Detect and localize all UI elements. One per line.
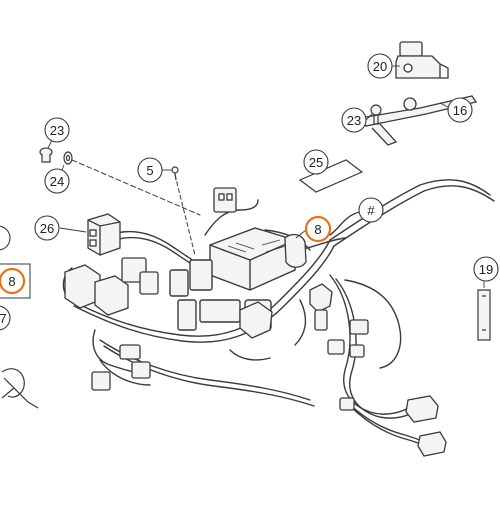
connector-right-stack [327,319,447,457]
callout-20[interactable]: 20 [367,53,393,79]
part-25-sticker [298,159,364,193]
callout-23-right-label: 23 [347,113,361,128]
callout-23-left-label: 23 [50,123,64,138]
callout-20-label: 20 [373,59,387,74]
callout-8-highlighted[interactable]: 8 [304,215,332,243]
fuse-box [169,227,296,331]
callout-hash-label: # [367,203,375,218]
connector-top-plug [213,187,237,213]
callout-23-right[interactable]: 23 [341,107,367,133]
connector-26 [87,213,121,256]
part-23-screw-right [370,104,382,125]
callouts: 20 23 16 23 24 5 25 26 [0,53,499,331]
callout-cropped-left [0,225,11,251]
connector-lower-left [91,344,151,391]
callout-16[interactable]: 16 [447,97,473,123]
callout-24-label: 24 [50,174,64,189]
callout-19[interactable]: 19 [473,256,499,282]
callout-5-label: 5 [146,163,153,178]
part-7-zip-tie [1,368,39,409]
callout-7-label: 7 [0,311,7,326]
callout-16-label: 16 [453,103,467,118]
callout-8-label: 8 [314,222,321,237]
part-20-clamp [395,41,449,79]
callout-8-boxed-label: 8 [8,274,15,289]
callout-23-left[interactable]: 23 [44,117,70,143]
callout-8-boxed[interactable]: 8 [0,263,31,299]
part-5-screw [171,166,179,181]
connector-near-8 [284,233,307,268]
callout-26-label: 26 [40,221,54,236]
callout-25[interactable]: 25 [303,149,329,175]
callout-24[interactable]: 24 [44,168,70,194]
callout-19-label: 19 [479,262,493,277]
part-23-screw-left [39,147,53,163]
callout-26[interactable]: 26 [34,215,60,241]
part-19-cable-tie [477,289,491,341]
part-16-strap [358,95,478,146]
connector-mid-right [239,283,333,339]
callout-25-label: 25 [309,155,323,170]
connectors [64,187,447,457]
callout-5[interactable]: 5 [137,157,163,183]
part-24-washer [63,151,73,165]
callout-7[interactable]: 7 [0,305,11,331]
callout-hash[interactable]: # [358,197,384,223]
connector-left-group [64,257,159,316]
